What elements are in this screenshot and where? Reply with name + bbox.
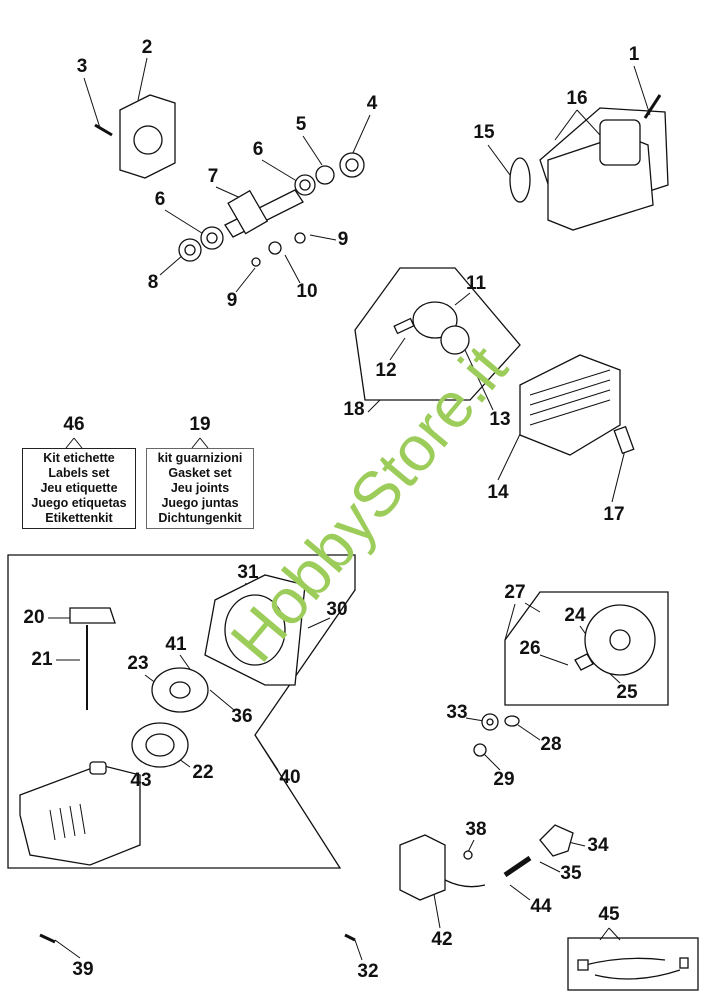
part-number-label: 8 bbox=[147, 272, 159, 293]
kit-line: Gasket set bbox=[168, 466, 232, 480]
part-number-label: 3 bbox=[76, 56, 88, 77]
part-starter-cover bbox=[19, 764, 141, 866]
part-number-label: 2 bbox=[141, 37, 153, 58]
kit-line: kit guarnizioni bbox=[157, 451, 243, 465]
part-number-label: 7 bbox=[207, 166, 219, 187]
part-number-label: 42 bbox=[431, 929, 453, 950]
part-number-label: 18 bbox=[343, 399, 365, 420]
part-number-label: 32 bbox=[357, 961, 379, 982]
part-number-label: 41 bbox=[165, 634, 187, 655]
kit-line: Juego juntas bbox=[161, 496, 239, 510]
part-circlip bbox=[315, 165, 335, 185]
part-number-label: 44 bbox=[530, 896, 552, 917]
part-number-label: 46 bbox=[63, 414, 85, 435]
part-number-label: 27 bbox=[504, 582, 526, 603]
part-number-label: 45 bbox=[598, 904, 620, 925]
part-cylinder bbox=[519, 354, 621, 456]
part-number-label: 34 bbox=[587, 835, 609, 856]
part-ignition-coil bbox=[399, 834, 446, 901]
kit-line: Kit etichette bbox=[43, 451, 115, 465]
part-number-label: 16 bbox=[566, 88, 588, 109]
part-number-label: 43 bbox=[130, 770, 152, 791]
part-number-label: 20 bbox=[23, 607, 45, 628]
part-number-label: 23 bbox=[127, 653, 149, 674]
part-number-label: 9 bbox=[226, 290, 238, 311]
part-starter-handle bbox=[69, 607, 116, 624]
outline-starter-group bbox=[7, 554, 356, 869]
part-number-label: 22 bbox=[192, 762, 214, 783]
watermark: HobbyStore.it bbox=[217, 332, 522, 675]
kit-line: Etikettenkit bbox=[45, 511, 113, 525]
kit-line: Juego etiquetas bbox=[31, 496, 127, 510]
kit-line: Jeu etiquette bbox=[40, 481, 118, 495]
part-number-label: 38 bbox=[465, 819, 487, 840]
part-number-label: 29 bbox=[493, 769, 515, 790]
part-number-label: 4 bbox=[366, 93, 378, 114]
labels-kit-box: Kit etichette Labels set Jeu etiquette J… bbox=[22, 448, 136, 529]
kit-line: Jeu joints bbox=[170, 481, 230, 495]
part-number-label: 15 bbox=[473, 122, 495, 143]
part-number-label: 36 bbox=[231, 706, 253, 727]
part-number-label: 13 bbox=[489, 409, 511, 430]
part-number-label: 6 bbox=[252, 139, 264, 160]
part-number-label: 21 bbox=[31, 649, 53, 670]
part-number-label: 11 bbox=[465, 273, 487, 294]
part-number-label: 17 bbox=[603, 504, 625, 525]
part-elbow bbox=[539, 824, 574, 857]
part-number-label: 5 bbox=[295, 114, 307, 135]
kit-line: Labels set bbox=[48, 466, 110, 480]
part-cables bbox=[584, 957, 681, 980]
part-number-label: 6 bbox=[154, 189, 166, 210]
part-number-label: 40 bbox=[279, 767, 301, 788]
outline-piston-group bbox=[354, 267, 521, 401]
part-number-label: 9 bbox=[337, 229, 349, 250]
part-number-label: 28 bbox=[540, 734, 562, 755]
parts bbox=[19, 94, 689, 980]
part-number-label: 33 bbox=[446, 702, 468, 723]
part-number-label: 19 bbox=[189, 414, 211, 435]
part-number-label: 14 bbox=[487, 482, 509, 503]
leader-lines bbox=[48, 57, 651, 961]
outline-cables bbox=[567, 937, 699, 991]
part-number-label: 30 bbox=[326, 599, 348, 620]
part-number-label: 39 bbox=[72, 959, 94, 980]
part-spark-plug bbox=[613, 425, 635, 455]
gasket-kit-box: kit guarnizioni Gasket set Jeu joints Ju… bbox=[146, 448, 254, 529]
kit-line: Dichtungenkit bbox=[158, 511, 242, 525]
part-number-label: 35 bbox=[560, 863, 582, 884]
part-number-label: 12 bbox=[375, 360, 397, 381]
part-number-label: 25 bbox=[616, 682, 638, 703]
part-number-label: 31 bbox=[237, 562, 259, 583]
part-number-label: 1 bbox=[628, 44, 640, 65]
part-number-label: 24 bbox=[564, 605, 586, 626]
part-gasket bbox=[509, 157, 531, 203]
part-number-label: 10 bbox=[296, 281, 318, 302]
outline-flywheel-group bbox=[504, 591, 669, 706]
part-number-label: 26 bbox=[519, 638, 541, 659]
